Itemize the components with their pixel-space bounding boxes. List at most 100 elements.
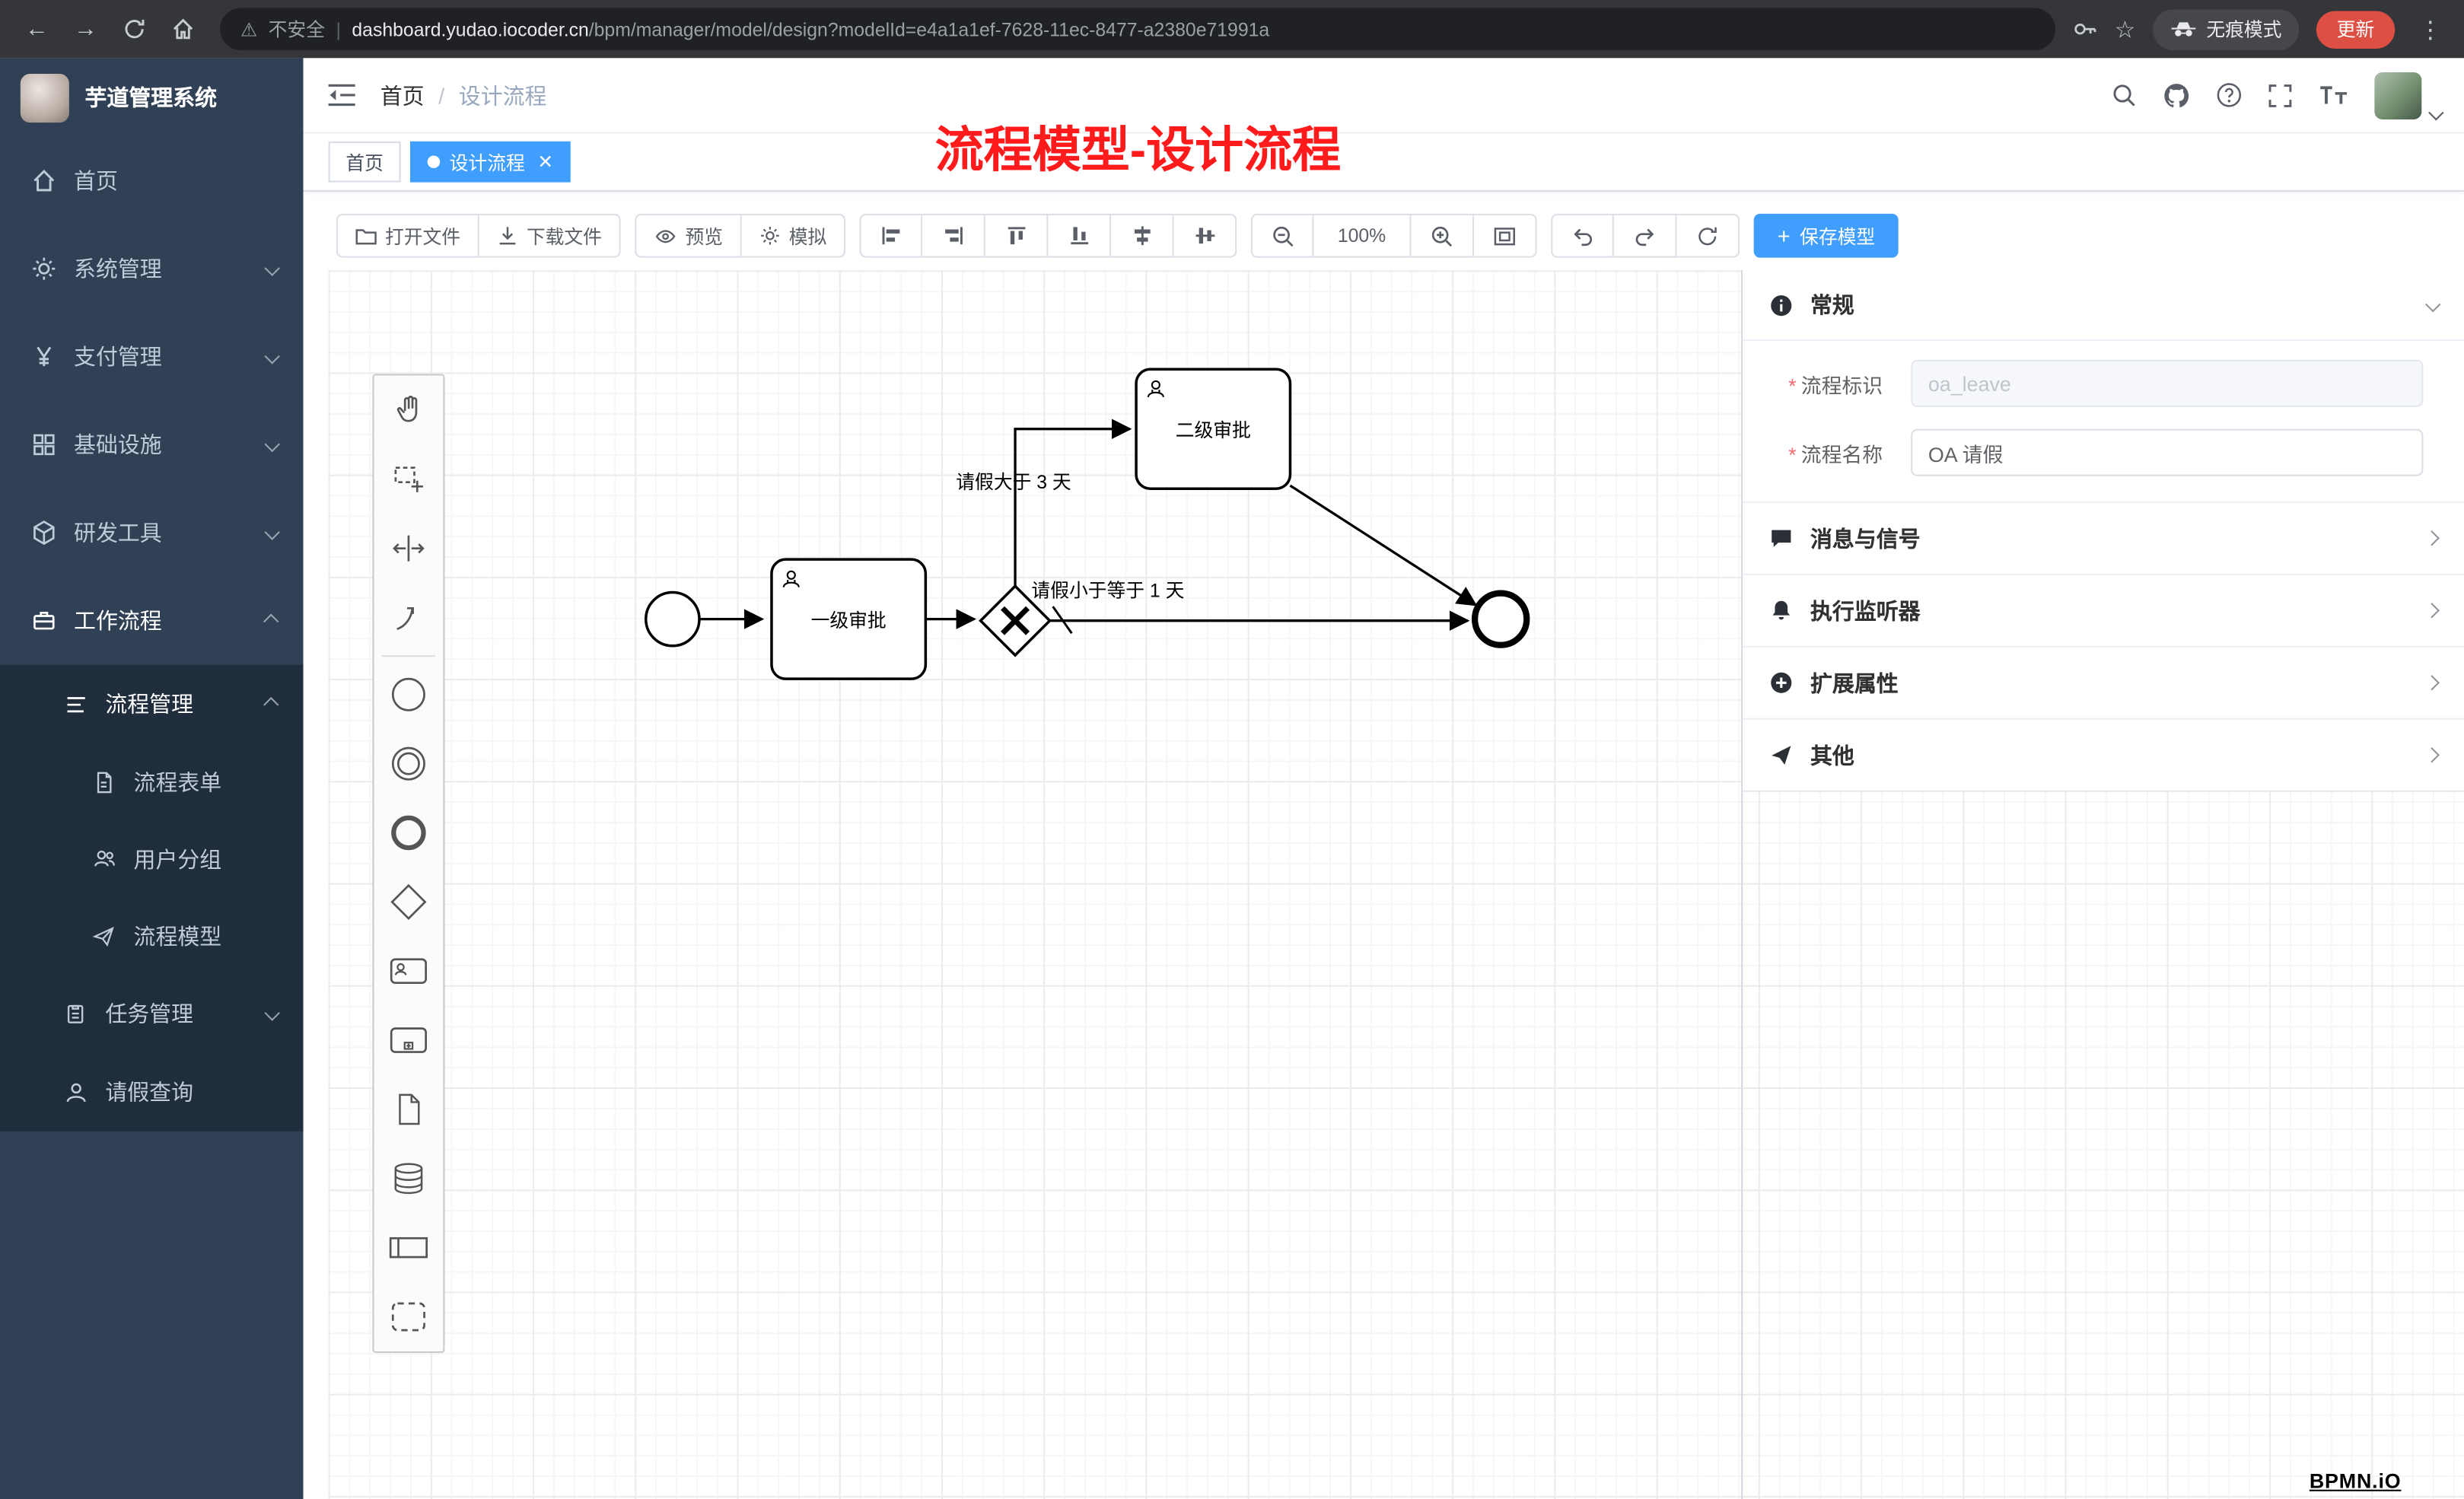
align-center-vertical-button[interactable]: [1173, 213, 1237, 258]
logo-image: [20, 73, 69, 123]
condition-gt3-label: 请假大于 3 天: [956, 472, 1071, 493]
sidebar-item-process-management[interactable]: 流程管理: [0, 665, 304, 743]
designer-content: 打开文件 下载文件 预览: [304, 192, 2464, 1499]
palette-user-task[interactable]: [374, 937, 443, 1006]
search-icon[interactable]: [2110, 81, 2137, 108]
section-general-header[interactable]: 常规: [1743, 270, 2464, 342]
breadcrumb-home[interactable]: 首页: [380, 82, 425, 108]
palette-intermediate-event[interactable]: [374, 729, 443, 798]
section-other-header[interactable]: 其他: [1743, 720, 2464, 791]
palette-participant[interactable]: [374, 1213, 443, 1282]
fullscreen-icon[interactable]: [2268, 82, 2293, 107]
zoom-out-button[interactable]: [1250, 213, 1314, 258]
sidebar-item-payment[interactable]: 支付管理: [0, 313, 304, 401]
forward-button[interactable]: →: [74, 15, 98, 43]
tab-home[interactable]: 首页: [328, 141, 401, 183]
palette-subprocess[interactable]: [374, 1006, 443, 1075]
undo-button[interactable]: [1551, 213, 1614, 258]
sidebar-item-process-model[interactable]: 流程模型: [0, 897, 304, 974]
redo-button[interactable]: [1613, 213, 1677, 258]
security-warning-icon: ⚠: [240, 18, 258, 40]
process-name-label: *流程名称: [1788, 442, 1883, 466]
palette-data-object[interactable]: [374, 1075, 443, 1144]
palette-separator: [381, 655, 436, 657]
sidebar-item-task-management[interactable]: 任务管理: [0, 974, 304, 1052]
sidebar-item-workflow[interactable]: 工作流程: [0, 577, 304, 665]
home-button[interactable]: [162, 8, 205, 50]
end-event-node[interactable]: [1471, 590, 1530, 648]
bpmn-canvas[interactable]: 一级审批 二级审批 请假大于 3 天 请假小于等于 1 天 常规: [328, 270, 2464, 1499]
zoom-reset-button[interactable]: [1474, 213, 1537, 258]
align-center-horizontal-button[interactable]: [1111, 213, 1174, 258]
palette-group[interactable]: [374, 1282, 443, 1351]
sidebar-item-system[interactable]: 系统管理: [0, 224, 304, 313]
sidebar-item-infra[interactable]: 基础设施: [0, 401, 304, 489]
palette-end-event[interactable]: [374, 798, 443, 867]
app-title: 芋道管理系统: [84, 84, 217, 110]
save-model-button[interactable]: + 保存模型: [1753, 213, 1899, 258]
sidebar-item-leave-query[interactable]: 请假查询: [0, 1053, 304, 1131]
zoom-in-icon: [1431, 225, 1453, 247]
palette-data-store[interactable]: [374, 1144, 443, 1213]
flow-task2-to-end[interactable]: [1289, 484, 1478, 606]
palette-space-tool[interactable]: [374, 514, 443, 583]
help-icon[interactable]: [2216, 81, 2243, 108]
active-dot: [427, 155, 441, 168]
github-icon[interactable]: [2163, 81, 2191, 109]
address-bar[interactable]: ⚠ 不安全 | dashboard.yudao.iocoder.cn/bpm/m…: [220, 8, 2055, 51]
section-message-signal-header[interactable]: 消息与信号: [1743, 503, 2464, 574]
process-name-input[interactable]: [1911, 428, 2424, 476]
tab-design-process[interactable]: 设计流程 ✕: [410, 141, 571, 183]
chevron-down-icon: [2424, 295, 2441, 312]
sidebar-toggle-button[interactable]: [327, 81, 357, 108]
process-key-input[interactable]: [1911, 359, 2424, 407]
simulate-button[interactable]: 模拟: [741, 213, 846, 258]
reload-button[interactable]: [113, 8, 156, 50]
sidebar-item-process-form[interactable]: 流程表单: [0, 743, 304, 820]
preview-button[interactable]: 预览: [635, 213, 742, 258]
align-top-button[interactable]: [985, 213, 1049, 258]
zoom-in-button[interactable]: [1411, 213, 1475, 258]
back-button[interactable]: ←: [25, 15, 49, 43]
url-divider: |: [336, 18, 341, 40]
download-file-button[interactable]: 下载文件: [479, 213, 621, 258]
bpmn-io-link[interactable]: BPMN.iO: [2309, 1469, 2402, 1493]
plus-circle-icon: [1769, 671, 1793, 695]
section-extended-attributes-header[interactable]: 扩展属性: [1743, 648, 2464, 718]
user-avatar-menu[interactable]: [2374, 71, 2444, 120]
task2-label: 二级审批: [1176, 420, 1251, 441]
task-level1-node[interactable]: [770, 558, 928, 680]
align-left-button[interactable]: [859, 213, 923, 258]
open-file-button[interactable]: 打开文件: [336, 213, 479, 258]
user-icon: [63, 1080, 88, 1104]
sidebar-item-home[interactable]: 首页: [0, 137, 304, 225]
palette-global-connect-tool[interactable]: [374, 583, 443, 652]
chevron-down-icon: [264, 524, 280, 539]
update-button[interactable]: 更新: [2316, 10, 2396, 48]
sidebar-item-user-group[interactable]: 用户分组: [0, 820, 304, 897]
section-execution-listener-header[interactable]: 执行监听器: [1743, 575, 2464, 646]
palette-start-event[interactable]: [374, 660, 443, 729]
password-key-icon[interactable]: [2071, 16, 2097, 43]
flow-gateway-to-task2[interactable]: [1014, 419, 1132, 587]
refresh-button[interactable]: [1676, 213, 1740, 258]
chevron-right-icon: [2424, 675, 2440, 691]
palette-hand-tool[interactable]: [374, 376, 443, 445]
default-flow-marker: [1052, 606, 1073, 635]
browser-menu-button[interactable]: ⋮: [2418, 16, 2443, 43]
palette-lasso-tool[interactable]: [374, 444, 443, 514]
palette-exclusive-gateway[interactable]: [374, 867, 443, 937]
close-icon[interactable]: ✕: [537, 151, 554, 173]
align-right-button[interactable]: [922, 213, 985, 258]
users-icon: [91, 847, 116, 870]
font-size-icon[interactable]: [2318, 83, 2349, 107]
section-general: 常规 *流程标识 *流程名称: [1743, 270, 2464, 503]
sidebar-item-devtools[interactable]: 研发工具: [0, 489, 304, 577]
align-bottom-button[interactable]: [1048, 213, 1112, 258]
bookmark-star-icon[interactable]: ☆: [2114, 16, 2136, 43]
chevron-up-icon: [263, 613, 279, 629]
task-level2-node[interactable]: [1135, 368, 1292, 491]
plus-icon: +: [1777, 223, 1791, 249]
start-event-node[interactable]: [645, 590, 701, 648]
